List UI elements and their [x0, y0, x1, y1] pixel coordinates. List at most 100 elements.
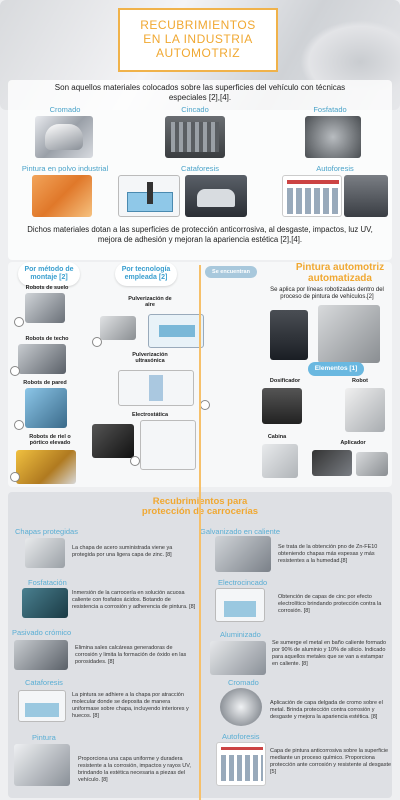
- prot-aluminizado-text: Se sumerge el metal en baño caliente for…: [272, 640, 387, 667]
- autoforesis-photo: [344, 175, 388, 217]
- prot-aluminizado-title: Aluminizado: [220, 630, 261, 639]
- cabina-label: Cabina: [267, 434, 287, 440]
- tech-ultrasonica-diagram: [118, 370, 194, 406]
- prot-cataforesis-tank: [25, 703, 59, 717]
- prot-electrocincado-text: Obtención de capas de cinc por efecto el…: [278, 594, 382, 614]
- prot-aluminizado-image: [210, 641, 266, 675]
- prot-pasivado-title: Pasivado crómico: [12, 628, 72, 637]
- material-label-cincado: Cincado: [181, 105, 209, 114]
- tech-electrostatica-label: Electrostática: [131, 412, 169, 418]
- pintura-polvo-image: [32, 175, 92, 217]
- aplicador-gun-image: [312, 450, 352, 476]
- prot-cromado-title: Cromado: [228, 678, 259, 687]
- technology-pill: Por tecnología empleada [2]: [115, 262, 177, 287]
- divider-line: [199, 265, 201, 800]
- prot-pintura-title: Pintura: [32, 733, 56, 742]
- zinc-parts: [171, 122, 219, 152]
- prot-cataforesis-text: La pintura se adhiere a la chapa por atr…: [72, 692, 189, 719]
- material-label-pintura-polvo: Pintura en polvo industrial: [21, 164, 109, 173]
- robot-pared-label: Robots de pared: [23, 380, 67, 386]
- prot-chapas-title: Chapas protegidas: [15, 527, 78, 536]
- robot-pared-image: [25, 388, 67, 428]
- prot-fosfatacion-text: Inmersión de la carrocería en solución a…: [72, 590, 196, 610]
- robot-riel-label: Robots de riel o pórtico elevado: [29, 434, 71, 447]
- title-line-3: AUTOMOTRIZ: [155, 45, 241, 60]
- aplicador-bell-image: [356, 452, 388, 476]
- prot-pintura-text: Proporciona una capa uniforme y duradera…: [78, 756, 191, 783]
- tech-electrostatica-gun: [92, 424, 134, 458]
- dosificador-top-image: [270, 310, 308, 360]
- material-label-cromado: Cromado: [49, 105, 81, 114]
- prot-electrocincado-image: [215, 588, 265, 622]
- robot-techo-image: [18, 344, 66, 374]
- painting-description: Se aplica por líneas robotizadas dentro …: [270, 287, 384, 301]
- summary-text: Dichos materiales dotan a las superficie…: [27, 225, 373, 245]
- cataforesis-photo: [185, 175, 247, 217]
- prot-galvanizado-image: [215, 536, 271, 572]
- robot-riel-icon: [10, 472, 20, 482]
- prot-autoforesis-header: [221, 747, 263, 750]
- autoforesis-diagram: [282, 175, 342, 217]
- prot-fosfatacion-image: [22, 588, 68, 618]
- title-line-1: RECUBRIMIENTOS: [140, 18, 256, 33]
- tech-ultrasonica-label: Pulverización ultrasónica: [132, 352, 168, 365]
- prot-cromado-text: Aplicación de capa delgada de cromo sobr…: [270, 700, 383, 720]
- nozzle-shape: [159, 325, 195, 337]
- material-label-fosfatado: Fosfatado: [313, 105, 347, 114]
- prot-chapas-text: La chapa de acero suministrada viene ya …: [72, 545, 173, 558]
- ultrasonic-nozzle: [149, 375, 163, 401]
- robot-suelo-icon: [14, 317, 24, 327]
- materials-panel: [8, 80, 392, 260]
- dosificador-label: Dosificador: [269, 378, 301, 384]
- cromado-image: [35, 116, 93, 158]
- prot-autoforesis-steps: [221, 755, 263, 781]
- painting-title: Pintura automotriz automatizada: [295, 262, 385, 284]
- background-car-shape: [300, 20, 400, 90]
- cabina-image: [262, 444, 298, 478]
- robot-label: Robot: [352, 378, 368, 384]
- fosfatado-image: [305, 116, 361, 158]
- prot-chapas-image: [25, 538, 65, 568]
- prot-galvanizado-title: Galvanizado en caliente: [200, 527, 281, 536]
- tech-electrostatica-icon: [130, 456, 140, 466]
- prot-cataforesis-title: Cataforesis: [25, 678, 63, 687]
- robot-pared-icon: [14, 420, 24, 430]
- electrode: [147, 182, 153, 204]
- car-body: [197, 189, 235, 207]
- robot-suelo-label: Robots de suelo: [25, 285, 69, 291]
- tech-aire-label: Pulverización de aire: [128, 296, 172, 309]
- tech-aire-icon: [92, 337, 102, 347]
- prot-fosfatacion-title: Fosfatación: [28, 578, 67, 587]
- connector-label: Se encuentran: [205, 266, 257, 278]
- prot-pasivado-text: Elimina sales calcáreas generadoras de c…: [75, 645, 187, 665]
- prot-galvanizado-text: Se trata de la obtención pno de Zn-FE10 …: [278, 544, 378, 564]
- robot-arm-image: [318, 305, 380, 363]
- prot-cromado-image: [220, 688, 262, 726]
- dosificador-image: [262, 388, 302, 424]
- material-label-autoforesis: Autoforesis: [316, 164, 354, 173]
- tech-ultrasonica-icon: [200, 400, 210, 410]
- tech-aire-diagram: [148, 314, 204, 348]
- mounting-method-pill: Por método de montaje [2]: [18, 262, 80, 287]
- robot-riel-image: [16, 450, 76, 484]
- robot-image: [345, 388, 385, 432]
- elements-pill: Elementos [1]: [308, 362, 364, 376]
- prot-pasivado-image: [14, 640, 68, 670]
- tech-electrostatica-diagram: [140, 420, 196, 470]
- intro-text: Son aquellos materiales colocados sobre …: [54, 83, 346, 103]
- prot-autoforesis-title: Autoforesis: [222, 732, 260, 741]
- material-label-cataforesis: Cataforesis: [181, 164, 219, 173]
- prot-electrocincado-bath: [224, 601, 256, 617]
- diagram-steps: [287, 188, 339, 214]
- prot-autoforesis-image: [216, 742, 266, 786]
- cincado-image: [165, 116, 225, 158]
- prot-autoforesis-text: Capa de pintura anticorrosiva sobre la s…: [270, 748, 392, 775]
- robot-techo-icon: [10, 366, 20, 376]
- robot-suelo-image: [25, 293, 65, 323]
- prot-cataforesis-image: [18, 690, 66, 722]
- diagram-header: [287, 180, 339, 184]
- title-line-2: EN LA INDUSTRIA: [143, 32, 253, 47]
- prot-electrocincado-title: Electrocincado: [218, 578, 268, 587]
- robot-techo-label: Robots de techo: [25, 336, 69, 342]
- aplicador-label: Aplicador: [340, 440, 366, 446]
